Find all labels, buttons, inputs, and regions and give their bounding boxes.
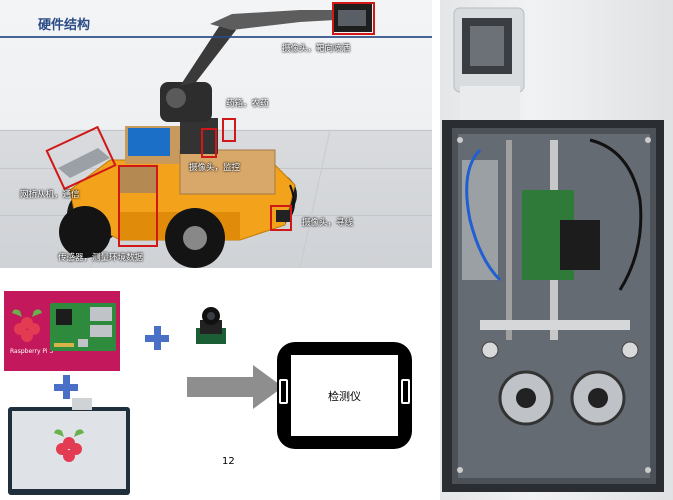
arrow-right-icon <box>187 365 283 409</box>
raspberry-logo-icon <box>12 309 42 342</box>
raspberry-pi-card: Raspberry Pi 3 <box>4 291 120 371</box>
device-label: 检测仪 <box>328 390 361 403</box>
device-side-handle <box>279 379 288 404</box>
display-connector <box>72 398 92 410</box>
annotation-camera-arm: 摄像头，靶向喷洒 <box>282 44 351 54</box>
annotation-camera-track: 摄像头，寻线 <box>302 218 354 228</box>
annotation-spray: 药箱，农药 <box>226 99 269 109</box>
raspberry-pi-board <box>50 303 116 351</box>
instrument-illustration <box>442 7 664 492</box>
plus-icon <box>145 326 169 350</box>
raspberry-logo-icon <box>54 429 84 462</box>
robot-illustration <box>58 4 372 268</box>
touchscreen-display <box>8 407 130 495</box>
touchscreen-screen <box>12 411 126 489</box>
raspberry-pi-label: Raspberry Pi 3 <box>10 348 54 355</box>
instrument-photo <box>440 0 673 500</box>
annotation-camera-mid: 摄像头，监控 <box>189 163 241 173</box>
plus-icon <box>54 375 78 399</box>
camera-arm-highlight <box>332 2 375 35</box>
sensor-highlight <box>118 165 158 247</box>
spray-highlight <box>222 118 236 142</box>
camera-module <box>196 307 226 344</box>
annotation-bridge: 网桥从机，通信 <box>20 190 80 200</box>
camera-mid-highlight <box>201 128 217 158</box>
device-screen: 检测仪 <box>291 355 398 436</box>
page-number: 12 <box>222 456 235 467</box>
camera-track-highlight <box>270 205 292 231</box>
title-rule <box>0 36 432 38</box>
robot-photo: 硬件结构 摄像头，靶向喷洒 药箱，农药 摄像头，监控 网桥从机，通信 摄像头，寻… <box>0 0 432 268</box>
annotation-sensor: 传感器，测量环境数据 <box>58 253 144 263</box>
detector-device-frame: 检测仪 <box>277 342 412 449</box>
device-side-handle <box>401 379 410 404</box>
slide-title: 硬件结构 <box>38 18 91 33</box>
